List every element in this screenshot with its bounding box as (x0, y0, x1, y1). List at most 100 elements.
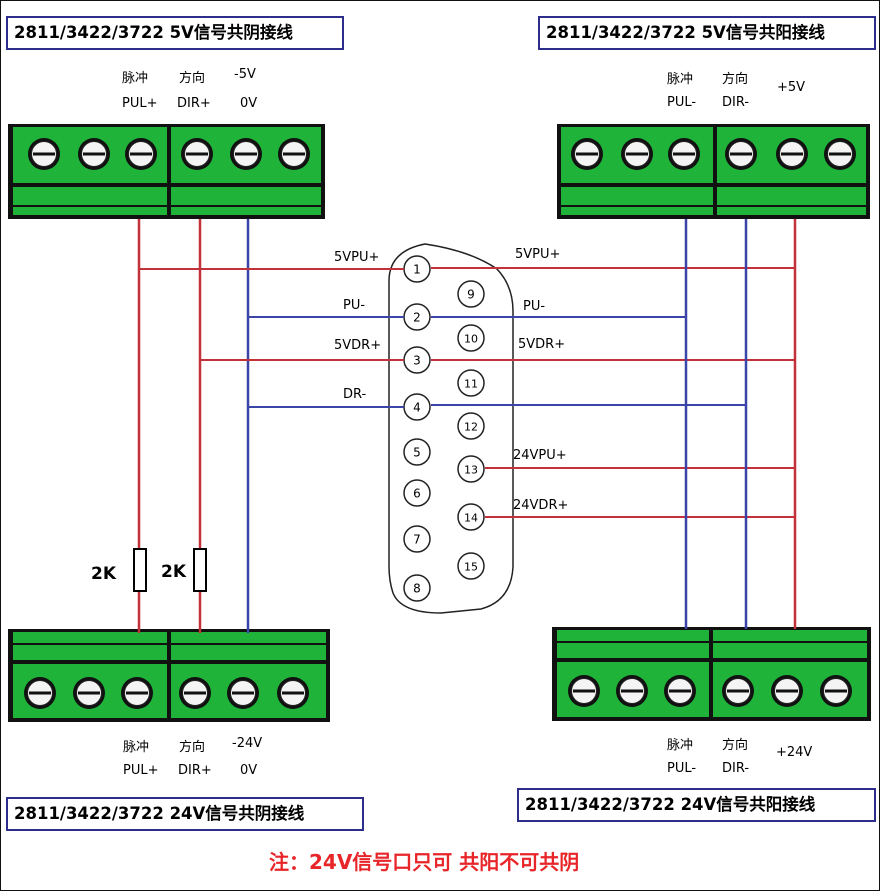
pin-label-10: 10 (464, 333, 478, 346)
pin-9 (457, 280, 485, 308)
bl-label-direction: 方向 (179, 740, 206, 755)
signal-left-pin2: PU- (343, 298, 366, 313)
screw-slot (776, 689, 798, 693)
pin-10 (457, 324, 485, 352)
resistor-2k-pulse (133, 548, 147, 592)
signal-left-pin1: 5VPU+ (334, 250, 380, 265)
screw-slot (825, 689, 847, 693)
terminal-bottom-right (552, 627, 871, 721)
tl-label-supply: -5V (234, 67, 256, 82)
pin-label-3: 3 (413, 354, 421, 368)
terminal-body (13, 632, 167, 660)
terminal-body (717, 187, 866, 215)
signal-left-pin3: 5VDR+ (334, 338, 382, 353)
screw-slot (33, 152, 55, 156)
pin-label-15: 15 (464, 561, 478, 574)
screw-slot (576, 152, 598, 156)
screw-slot (573, 689, 595, 693)
screw-slot (184, 691, 206, 695)
tr-label-direction: 方向 (722, 72, 749, 87)
signal-left-pin4: DR- (343, 387, 367, 402)
br-label-direction: 方向 (722, 738, 749, 753)
tl-label-direction: 方向 (179, 71, 206, 86)
pin-label-1: 1 (413, 263, 421, 277)
terminal-body (13, 187, 167, 215)
screw-slot (130, 152, 152, 156)
br-label-dir: DIR- (722, 761, 750, 776)
pin-label-11: 11 (464, 378, 478, 391)
screw-slot (727, 689, 749, 693)
terminal-top-left (8, 124, 325, 219)
pin-label-8: 8 (413, 582, 421, 596)
screw-slot (669, 689, 691, 693)
screw-slot (232, 691, 254, 695)
bl-label-pul: PUL+ (123, 763, 159, 778)
db15-connector-shell (388, 243, 514, 614)
screw-slot (781, 152, 803, 156)
terminal-body (557, 630, 709, 658)
tr-label-pulse: 脉冲 (667, 72, 694, 87)
screw-slot (673, 152, 695, 156)
screw-slot (29, 691, 51, 695)
signal-right-pin13: 24VPU+ (513, 448, 567, 463)
pin-8 (403, 574, 431, 602)
tl-label-ground: 0V (240, 96, 258, 111)
screw-slot (283, 152, 305, 156)
bl-label-dir: DIR+ (178, 763, 212, 778)
terminal-top-right (557, 124, 870, 219)
signal-right-pin2: PU- (523, 299, 546, 314)
terminal-body (713, 630, 867, 658)
pin-label-9: 9 (467, 288, 475, 302)
tl-label-dir: DIR+ (177, 96, 211, 111)
pin-label-4: 4 (413, 401, 421, 415)
tl-label-pul: PUL+ (122, 96, 158, 111)
pin-11 (457, 369, 485, 397)
screw-slot (730, 152, 752, 156)
screw-slot (621, 689, 643, 693)
pin-13 (457, 455, 485, 483)
signal-right-pin3: 5VDR+ (518, 337, 566, 352)
terminal-body (561, 187, 713, 215)
screw-slot (235, 152, 257, 156)
bl-label-ground: 0V (240, 763, 258, 778)
screw-slot (282, 691, 304, 695)
pin-5 (403, 438, 431, 466)
bl-label-pulse: 脉冲 (123, 740, 150, 755)
bl-label-supply: -24V (232, 736, 263, 751)
tr-label-supply: +5V (777, 80, 806, 95)
pin-6 (403, 479, 431, 507)
title-bottom-left: 2811/3422/3722 24V信号共阴接线 (6, 797, 364, 831)
br-label-pul: PUL- (667, 761, 697, 776)
pin-label-14: 14 (464, 512, 478, 525)
pin-label-12: 12 (464, 421, 478, 434)
pin-label-6: 6 (413, 487, 421, 501)
br-label-pulse: 脉冲 (667, 738, 694, 753)
pin-7 (403, 525, 431, 553)
wires (137, 219, 797, 633)
pin-label-2: 2 (413, 311, 421, 325)
title-bottom-right: 2811/3422/3722 24V信号共阳接线 (517, 788, 876, 822)
screw-slot (78, 691, 100, 695)
signal-right-pin14: 24VDR+ (513, 498, 569, 513)
warning-note: 注：24V信号口只可 共阳不可共阴 (269, 850, 580, 874)
screw-slot (83, 152, 105, 156)
pin-14 (457, 503, 485, 531)
pin-15 (457, 552, 485, 580)
signal-right-pin1: 5VPU+ (515, 247, 561, 262)
title-top-right: 2811/3422/3722 5V信号共阳接线 (538, 16, 876, 50)
pin-label-5: 5 (413, 446, 421, 460)
terminal-bottom-left (8, 629, 330, 722)
tr-label-pul: PUL- (667, 95, 697, 110)
title-top-left: 2811/3422/3722 5V信号共阴接线 (6, 16, 344, 50)
resistor-label-pulse: 2K (91, 564, 117, 584)
resistor-2k-direction (193, 548, 207, 592)
tl-label-pulse: 脉冲 (122, 71, 149, 86)
br-label-supply: +24V (776, 745, 813, 760)
pin-label-13: 13 (464, 464, 478, 477)
screw-slot (626, 152, 648, 156)
screw-slot (829, 152, 851, 156)
pin-12 (457, 412, 485, 440)
